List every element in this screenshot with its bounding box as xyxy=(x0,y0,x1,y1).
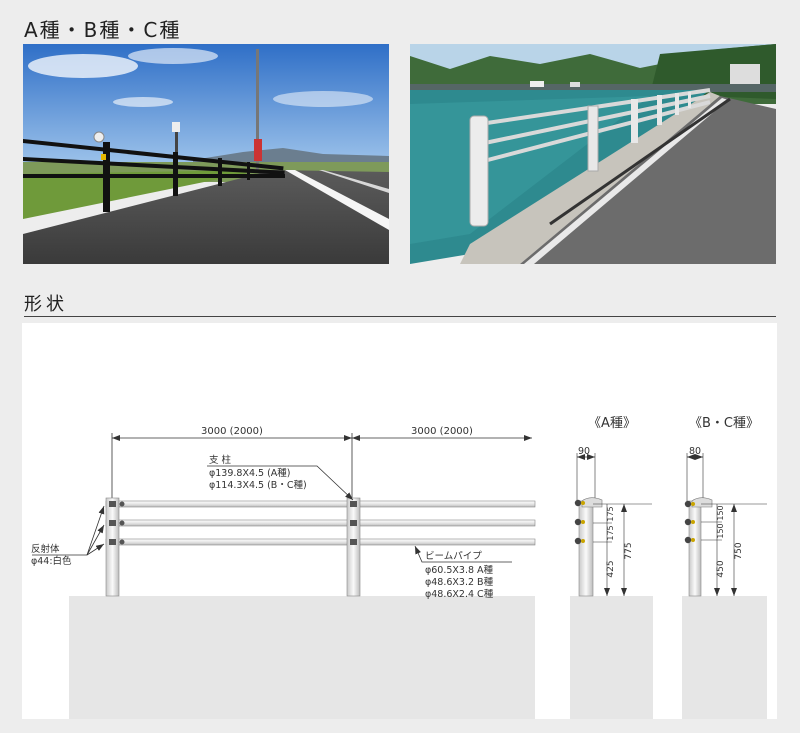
beam-title: ビームパイプ xyxy=(425,551,482,562)
beam-spec-c: φ48.6X2.4 C種 xyxy=(425,589,494,600)
reflector-callout: 反射体 φ44:白色 xyxy=(31,505,105,567)
section-a-width: 90 xyxy=(578,446,590,457)
section-bc-dim-750: 750 xyxy=(734,542,744,559)
elevation-drawing: 3000 (2000) 3000 (2000) 支 柱 φ139.8X4.5 (… xyxy=(31,415,767,719)
reflector-title: 反射体 xyxy=(31,543,60,555)
beam-callout: ビームパイプ φ60.5X3.8 A種 φ48.6X3.2 B種 φ48.6X2… xyxy=(414,545,512,600)
section-a-dim-425: 425 xyxy=(606,560,616,577)
section-a-dim-775: 775 xyxy=(624,542,634,559)
post-title: 支 柱 xyxy=(209,454,232,466)
section-a-title: 《A種》 xyxy=(588,415,636,431)
photo-riverside-guardpipe-white xyxy=(410,44,776,264)
section-bc-title: 《B・C種》 xyxy=(689,415,759,431)
beam-pipes xyxy=(105,500,536,546)
section-bc-dim-150-bottom: 150 xyxy=(716,523,725,538)
ground-section-bc xyxy=(682,596,767,719)
posts xyxy=(105,497,361,597)
section-bc: 《B・C種》 80 150 150 450 750 xyxy=(684,415,767,597)
section-bc-dim-150-top: 150 xyxy=(716,505,725,520)
post-spec-bc: φ114.3X4.5 (B・C種) xyxy=(209,480,307,491)
span-label-right: 3000 (2000) xyxy=(411,426,473,437)
section-bc-width: 80 xyxy=(689,446,701,457)
section-divider xyxy=(24,316,776,317)
section-a-dim-175-top: 175 xyxy=(606,506,615,521)
section-a: 《A種》 90 175 175 425 775 xyxy=(574,415,652,597)
drawing-panel: 3000 (2000) 3000 (2000) 支 柱 φ139.8X4.5 (… xyxy=(22,323,777,719)
ground-main xyxy=(69,596,535,719)
section-title: 形状 xyxy=(24,294,68,315)
section-bc-dim-450: 450 xyxy=(716,560,726,577)
beam-spec-a: φ60.5X3.8 A種 xyxy=(425,565,494,576)
page-title: A種・B種・C種 xyxy=(24,18,182,42)
span-label-left: 3000 (2000) xyxy=(201,426,263,437)
pipe-joints xyxy=(109,501,357,545)
ground-section-a xyxy=(570,596,653,719)
post-spec-a: φ139.8X4.5 (A種) xyxy=(209,468,291,479)
beam-spec-b: φ48.6X3.2 B種 xyxy=(425,577,494,588)
reflector-spec: φ44:白色 xyxy=(31,555,72,567)
span-dimension xyxy=(111,433,532,499)
photo-roadside-guardpipe-black xyxy=(23,44,389,264)
section-a-dim-175-bottom: 175 xyxy=(606,525,615,540)
post-callout: 支 柱 φ139.8X4.5 (A種) φ114.3X4.5 (B・C種) xyxy=(207,454,354,501)
